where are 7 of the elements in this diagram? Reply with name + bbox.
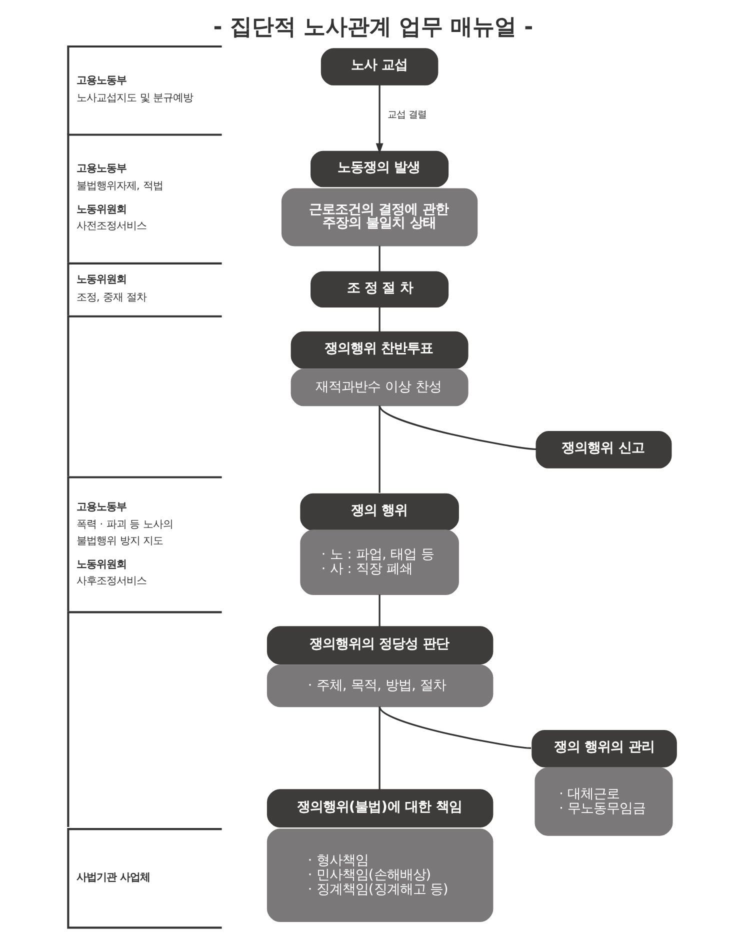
- edge-label: 교섭 결렬: [387, 108, 426, 120]
- node-text: 사법기관 사업체: [76, 870, 150, 883]
- node-text: 노동위원회 조정, 중재 절차: [76, 273, 146, 303]
- diagram-title: - 집단적 노사관계 업무 매뉴얼 -: [213, 14, 534, 40]
- node-text: 고용노동부 불법행위자제, 적법 노동위원회 사전조정서비스: [76, 162, 164, 232]
- node-text: 고용노동부 폭력 · 파괴 등 노사의 불법행위 방지 지도 노동위원회 사후조정서비스: [76, 500, 173, 587]
- node-text: 고용노동부 노사교섭지도 및 분규예방: [76, 74, 194, 104]
